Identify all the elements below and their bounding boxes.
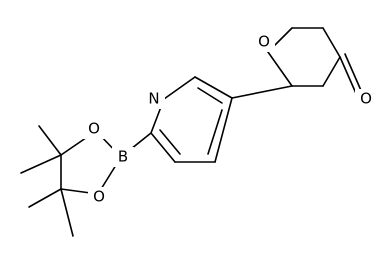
bond-py-double-1: [197, 87, 223, 104]
bond-py-c2-c6: [150, 132, 176, 163]
bond-methyl-2: [20, 154, 62, 174]
ketone-oxygen-label: O: [360, 90, 372, 108]
tetrahydropyranone-ring: [267, 27, 364, 99]
bond-c5-c4: [322, 27, 341, 58]
dioxaborolane-oxygen-lower-label: O: [93, 188, 105, 206]
methyl-groups: [20, 125, 74, 237]
ketone-oxygen-label-backdrop: [355, 89, 377, 109]
bond-py-double-3: [207, 109, 223, 155]
pyridine-nitrogen-label: N: [148, 90, 159, 108]
boron-label-backdrop: [112, 147, 134, 167]
bond-methyl-1: [38, 125, 62, 156]
bond-py-c4-n: [163, 76, 196, 100]
dioxaborolane-oxygen-lower-label-backdrop: [88, 187, 110, 207]
ring-oxygen-label: O: [258, 33, 270, 51]
bond-methyl-3: [28, 188, 62, 208]
bond-methyl-4: [60, 188, 74, 237]
boron-label: B: [118, 148, 128, 166]
dioxaborolane-oxygen-upper-label-backdrop: [83, 119, 105, 139]
bond-c4-c3: [322, 56, 341, 87]
bond-py-c5-c3: [214, 97, 233, 163]
bond-thp-pyridine: [231, 85, 293, 99]
dioxaborolane-oxygen-upper-label: O: [88, 120, 100, 138]
pyridine-nitrogen-label-backdrop: [143, 89, 165, 109]
bond-c2-ring-o: [267, 51, 293, 87]
bond-py-c3-c4: [194, 76, 233, 99]
bond-py-double-2: [159, 129, 181, 155]
bond-ketone-c-o-2: [344, 53, 364, 96]
ring-oxygen-label-backdrop: [253, 32, 275, 52]
